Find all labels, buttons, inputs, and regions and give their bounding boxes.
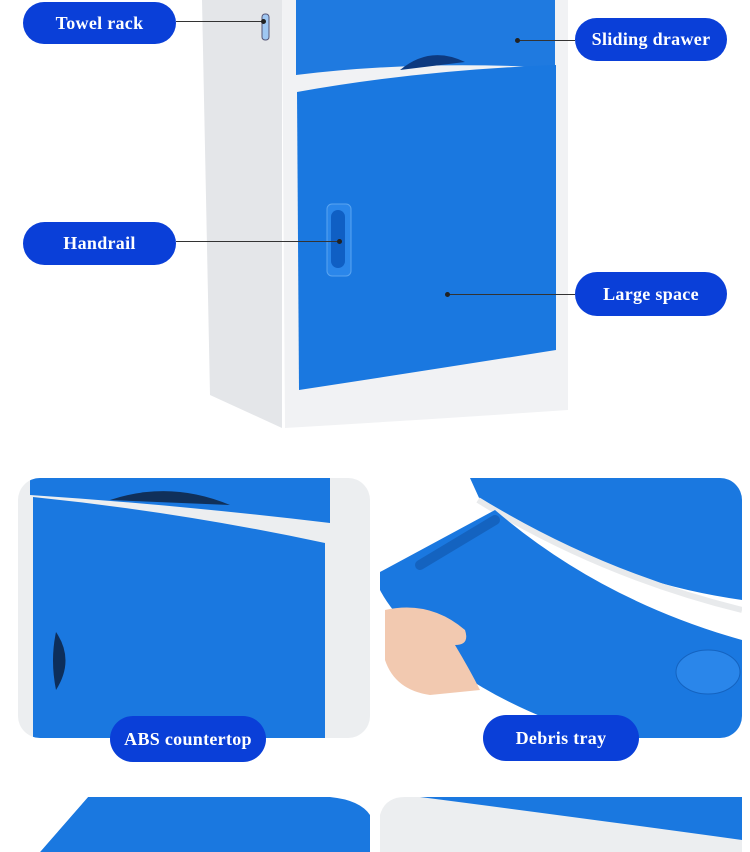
sliding-drawer-marker [515,38,520,43]
towel-rack-label: Towel rack [23,2,176,44]
handrail-label: Handrail [23,222,176,265]
large-space-leader [448,294,575,295]
towel-rack-marker [261,19,266,24]
bottom-detail-photos [18,797,742,852]
large-space-marker [445,292,450,297]
sliding-drawer-label: Sliding drawer [575,18,727,61]
handrail-marker [337,239,342,244]
handrail-leader [176,241,340,242]
door-front [297,65,556,390]
countertop-detail-photo [18,478,370,738]
drawer-front [296,0,555,75]
hand [385,607,480,695]
towel-rack-leader [176,21,264,22]
debris-tray-detail-photo [380,478,742,738]
large-space-label: Large space [575,272,727,316]
sliding-drawer-leader [518,40,575,41]
bedside-cabinet-photo [202,0,568,428]
debris-tray-label: Debris tray [483,715,639,761]
abs-countertop-label: ABS countertop [110,716,266,762]
